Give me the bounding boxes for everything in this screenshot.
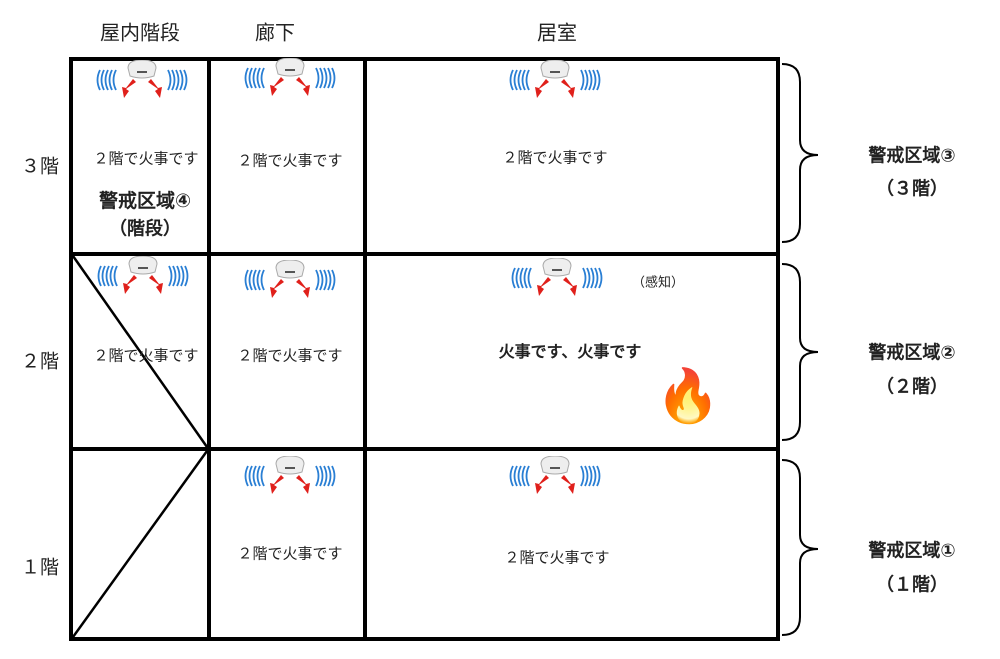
smoke-detector-icon bbox=[240, 259, 340, 304]
smoke-detector-icon bbox=[505, 455, 605, 500]
brace-zone2 bbox=[781, 263, 819, 441]
smoke-detector-icon bbox=[505, 59, 605, 104]
smoke-detector-icon bbox=[93, 255, 193, 300]
sensed-label: （感知） bbox=[631, 275, 685, 291]
message-3f-room: ２階で火事です bbox=[502, 148, 608, 167]
message-3f-corridor: ２階で火事です bbox=[237, 151, 343, 170]
alarm-message-2f-room: 火事です、火事です bbox=[498, 342, 642, 361]
smoke-detector-icon bbox=[240, 455, 340, 500]
stair-diagonal bbox=[71, 255, 209, 448]
row-label-3f: ３階 bbox=[20, 155, 60, 178]
zone4-sub: （階段） bbox=[109, 218, 181, 240]
column-header-stairs: 屋内階段 bbox=[100, 20, 180, 45]
brace-zone1 bbox=[781, 459, 819, 636]
zone3-sub: （３階） bbox=[876, 178, 948, 200]
message-1f-room: ２階で火事です bbox=[504, 548, 610, 567]
smoke-detector-icon bbox=[92, 59, 192, 104]
zone1-name: 警戒区域① bbox=[868, 540, 956, 562]
fire-icon: 🔥 bbox=[655, 367, 721, 426]
column-header-corridor: 廊下 bbox=[255, 20, 295, 45]
row-label-1f: １階 bbox=[20, 556, 60, 579]
zone2-name: 警戒区域② bbox=[868, 342, 956, 364]
message-1f-corridor: ２階で火事です bbox=[237, 544, 343, 563]
zone4-name: 警戒区域④ bbox=[98, 189, 192, 212]
zone3-name: 警戒区域③ bbox=[868, 145, 956, 167]
smoke-detector-icon bbox=[240, 57, 340, 102]
message-2f-corridor: ２階で火事です bbox=[237, 346, 343, 365]
row-label-2f: ２階 bbox=[20, 350, 60, 373]
message-2f-stairs: ２階で火事です bbox=[93, 346, 199, 365]
brace-zone3 bbox=[781, 63, 819, 243]
stair-diagonal bbox=[71, 450, 209, 638]
zone2-sub: （２階） bbox=[876, 376, 948, 398]
smoke-detector-icon bbox=[507, 257, 607, 302]
outer-border bbox=[69, 57, 780, 641]
column-header-room: 居室 bbox=[537, 20, 577, 45]
zone1-sub: （１階） bbox=[876, 574, 948, 596]
message-3f-stairs: ２階で火事です bbox=[93, 149, 199, 168]
